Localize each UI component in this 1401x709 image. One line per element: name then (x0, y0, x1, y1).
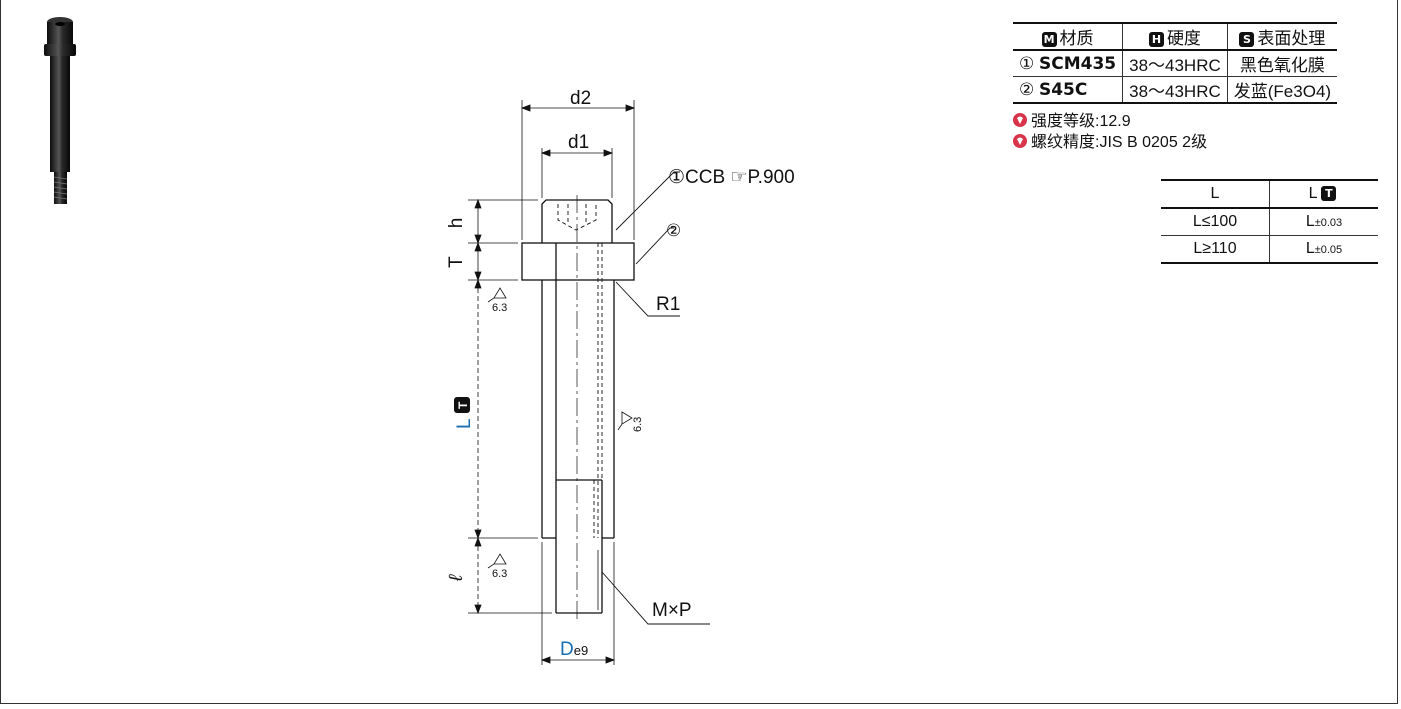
technical-drawing: d2 d1 h T ①CCB ☞P.900 ② R1 M×P ℓ 6.3 6.3… (446, 88, 795, 665)
svg-text:T: T (456, 401, 470, 409)
surface-cell: 黑色氧化膜 (1226, 50, 1338, 77)
table-row: ② S45C 38～43HRC 发蓝(Fe3O4) (1013, 76, 1338, 104)
label-ccb: ①CCB ☞P.900 (668, 167, 795, 188)
tolerance-table: L L T L≤100 L±0.03 L≥110 L±0.05 (1161, 179, 1378, 264)
note-thread: 螺纹精度:JIS B 0205 2级 (1013, 132, 1207, 153)
hardness-cell: 38～43HRC (1122, 50, 1228, 77)
label-mxp: M×P (652, 600, 692, 621)
label-d2: d2 (570, 88, 591, 109)
header-length-tolerance: L T (1269, 179, 1378, 209)
tolerance-cell: L±0.05 (1269, 235, 1378, 264)
label-part2: ② (666, 221, 681, 240)
label-r1: R1 (656, 294, 680, 315)
hardness-badge-icon: H (1148, 32, 1164, 47)
header-length: L (1161, 179, 1270, 209)
label-D: De9 (560, 639, 588, 660)
roughness-bottom: 6.3 (492, 568, 507, 580)
tolerance-cell: L±0.03 (1269, 208, 1378, 236)
range-cell: L≥110 (1161, 235, 1270, 264)
label-d1: d1 (568, 132, 589, 153)
label-h: h (446, 218, 467, 229)
label-ell: ℓ (446, 574, 467, 582)
material-badge-icon: M (1041, 32, 1057, 47)
table-row: L≤100 L±0.03 (1161, 208, 1378, 236)
material-cell: ① SCM435 (1013, 50, 1124, 77)
note-strength: 强度等级:12.9 (1013, 111, 1207, 132)
label-L: L (454, 418, 475, 429)
info-pin-icon (1013, 113, 1027, 127)
roughness-top: 6.3 (492, 302, 507, 314)
material-cell: ② S45C (1013, 76, 1124, 104)
product-photo (44, 17, 76, 204)
hardness-cell: 38～43HRC (1122, 76, 1228, 104)
surface-cell: 发蓝(Fe3O4) (1226, 76, 1338, 104)
info-pin-icon (1013, 134, 1027, 148)
spec-notes: 强度等级:12.9 螺纹精度:JIS B 0205 2级 (1013, 111, 1207, 153)
tolerance-badge-icon (454, 397, 470, 413)
surface-badge-icon: S (1239, 32, 1255, 47)
roughness-side: 6.3 (632, 417, 644, 432)
range-cell: L≤100 (1161, 208, 1270, 236)
tolerance-badge-icon: T (1321, 186, 1337, 201)
table-row: ① SCM435 38～43HRC 黑色氧化膜 (1013, 50, 1338, 77)
table-row: L≥110 L±0.05 (1161, 235, 1378, 264)
label-T: T (446, 256, 467, 268)
tolerance-table-header: L L T (1161, 179, 1378, 209)
